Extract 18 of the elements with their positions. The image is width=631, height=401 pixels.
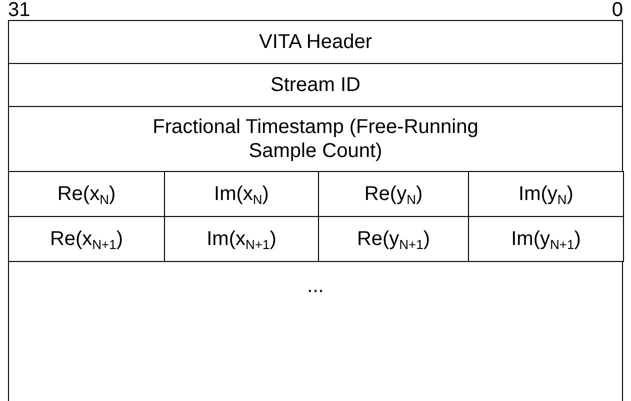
field-name: Re(y$_{N+1}$): [356, 227, 430, 251]
field-name: Re(x$_{N}$): [57, 182, 116, 206]
field-name: ...: [307, 274, 324, 298]
field-name: Re(x$_{N+1}$): [50, 227, 124, 251]
field-row: [8, 20, 623, 64]
field-name: Stream ID: [270, 73, 361, 97]
field-name: Fractional Timestamp (Free-Running Sample Count): [152, 115, 480, 163]
field-name: Im(y$_{N}$): [518, 182, 574, 206]
bit-number: 0: [612, 0, 623, 22]
field-name: Im(x$_{N}$): [214, 182, 269, 206]
field-row: [8, 261, 623, 401]
field-row: [8, 63, 623, 107]
field-name: Re(y$_{N}$): [364, 182, 423, 206]
bit-number: 31: [8, 0, 30, 22]
field-name: Im(y$_{N+1}$): [511, 227, 581, 251]
field-row: [8, 106, 623, 172]
field-name: VITA Header: [258, 30, 372, 54]
field-name: Im(x$_{N+1}$): [206, 227, 276, 251]
